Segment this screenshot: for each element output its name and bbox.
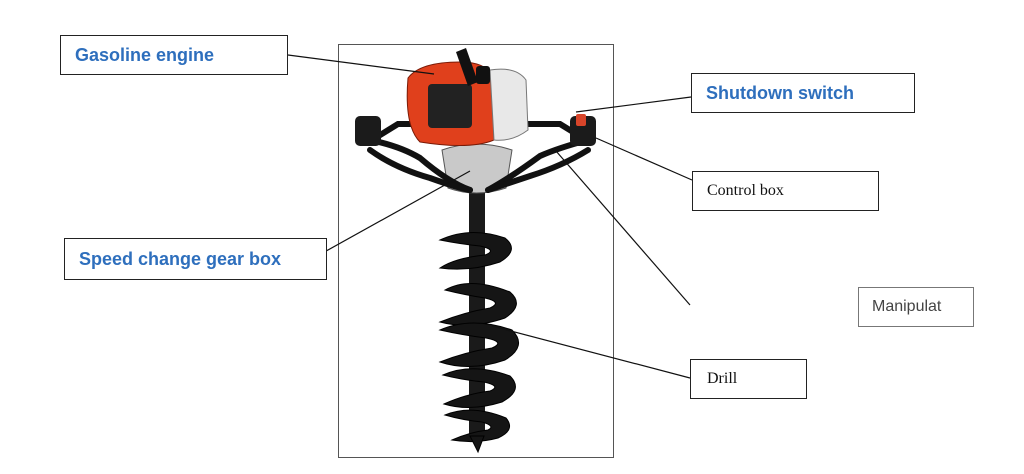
label-control-box-text: Control box [707, 182, 784, 199]
engine-pull-handle [456, 48, 478, 86]
label-drill-text: Drill [707, 370, 738, 387]
leader-manipulator [555, 150, 691, 306]
label-speed-change-gear-box: Speed change gear box [64, 238, 327, 280]
leader-shutdown-switch [575, 96, 692, 113]
label-control-box: Control box [692, 171, 879, 211]
label-gasoline-engine-text: Gasoline engine [75, 44, 215, 65]
label-drill: Drill [690, 359, 807, 399]
leader-drill [491, 325, 691, 379]
label-gasoline-engine: Gasoline engine [60, 35, 288, 75]
label-shutdown-switch-text: Shutdown switch [706, 82, 854, 103]
engine-cap [476, 66, 490, 84]
shutdown-switch-part [576, 114, 586, 126]
drill-flights [438, 231, 520, 454]
label-manipulator: Manipulat [858, 287, 974, 327]
label-speed-change-gear-box-text: Speed change gear box [79, 248, 282, 269]
label-manipulator-text: Manipulat [872, 298, 942, 315]
engine-panel [428, 84, 472, 128]
leader-speed-change-gear-box [309, 170, 471, 261]
label-shutdown-switch: Shutdown switch [691, 73, 915, 113]
leader-control-box [595, 137, 693, 181]
engine-tank [489, 68, 529, 141]
left-grip [355, 116, 381, 146]
leader-gasoline-engine [287, 54, 435, 75]
